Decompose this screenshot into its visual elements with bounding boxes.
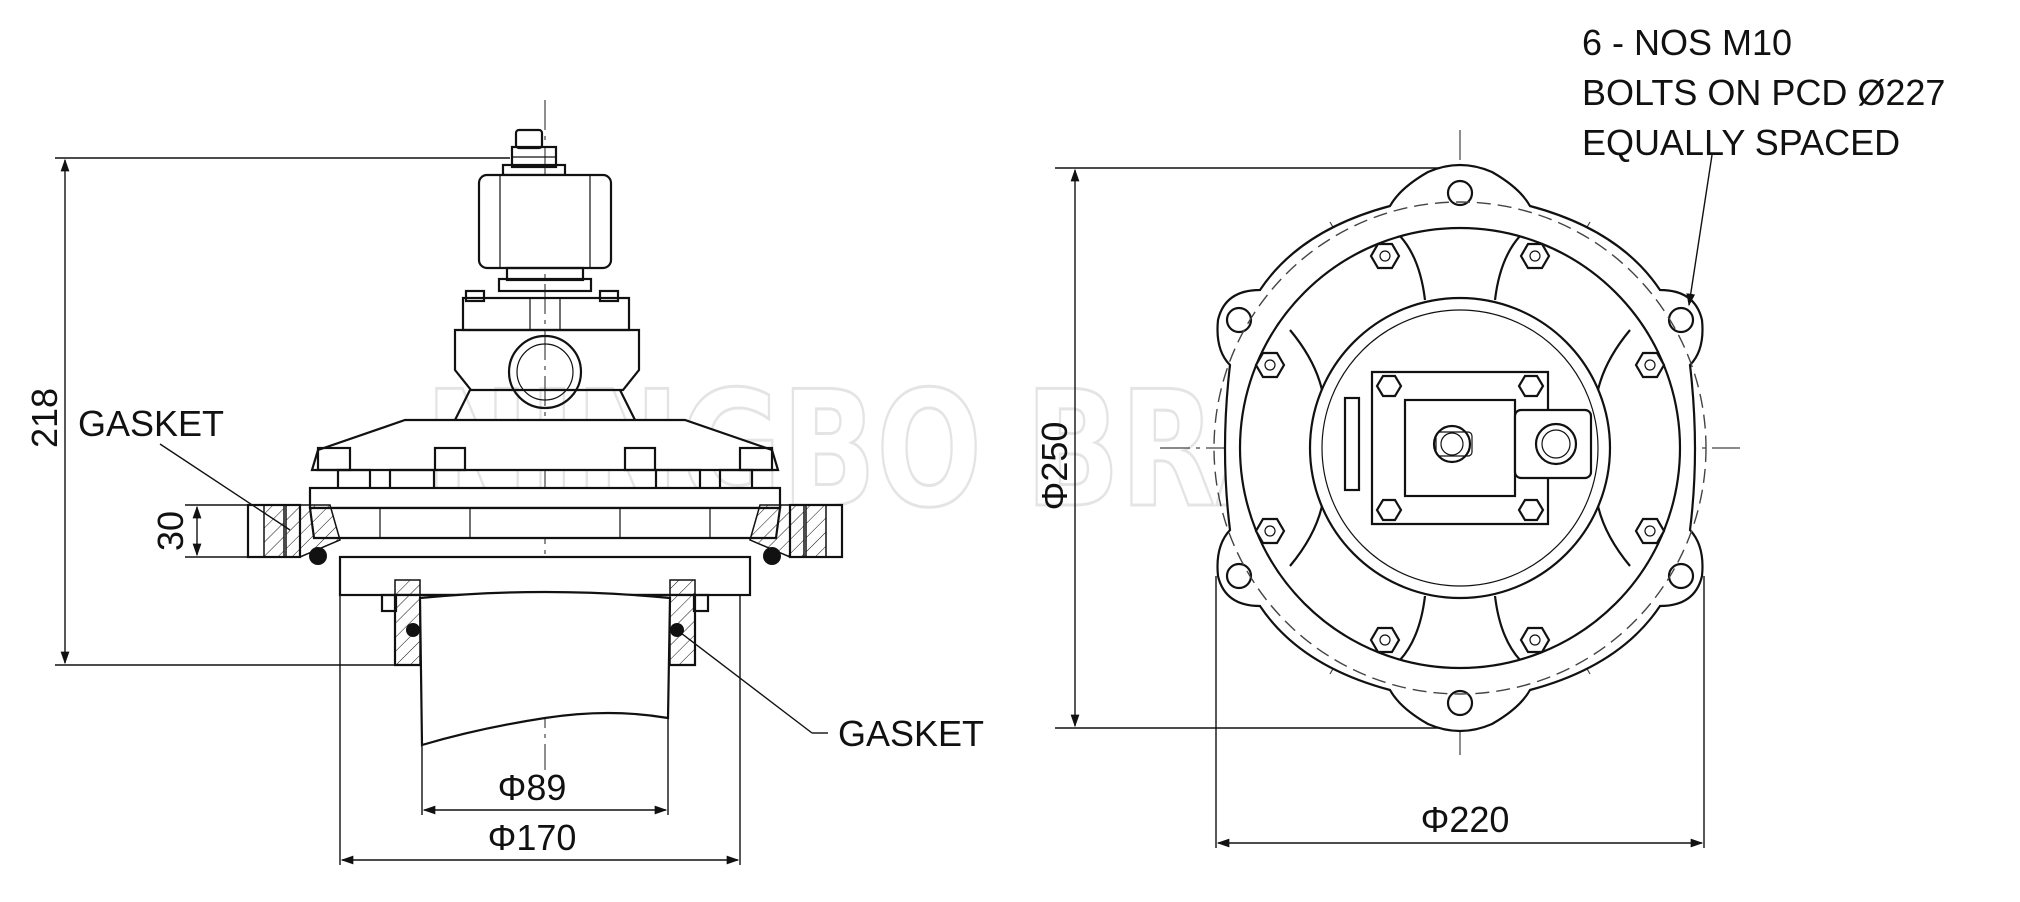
top-view: Φ250 Φ220 6 - NOS M10 BOLTS ON PCD Ø227 … [1034, 22, 1945, 848]
dim-flange-30: 30 [150, 504, 248, 558]
gasket-label-top: GASKET [78, 403, 224, 444]
dim-flange-label: 30 [150, 511, 191, 551]
housing-ribs [1289, 235, 1631, 661]
bolt-note-leader [1686, 154, 1713, 307]
center-ring [1308, 296, 1612, 600]
ring-bolts [1254, 242, 1666, 654]
dim-top-250: Φ250 [1034, 167, 1440, 729]
dim-base-170: Φ170 [339, 595, 741, 865]
bolt-note-line-3: EQUALLY SPACED [1582, 122, 1900, 163]
dim-top-220: Φ220 [1215, 576, 1705, 848]
lower-body [338, 555, 752, 747]
dim-height-218: 218 [24, 157, 510, 666]
dim-height-label: 218 [24, 388, 65, 448]
solenoid-coil [477, 173, 613, 293]
pcd-circle [1213, 201, 1707, 695]
inner-ring [1238, 226, 1682, 670]
dim-top-220-label: Φ220 [1421, 799, 1510, 840]
gasket-callout-bottom: GASKET [676, 629, 984, 754]
bolt-note-line-1: 6 - NOS M10 [1582, 22, 1792, 63]
dim-outlet-label: Φ89 [498, 767, 567, 808]
gasket-callout-top: GASKET [78, 403, 291, 531]
gasket-label-bottom: GASKET [838, 713, 984, 754]
pilot-head [1343, 370, 1593, 526]
dim-top-250-label: Φ250 [1034, 422, 1075, 511]
side-view: 218 30 GASKET GASKET Φ89 [24, 100, 984, 865]
bolt-note-line-2: BOLTS ON PCD Ø227 [1582, 72, 1945, 113]
mounting-flange [246, 503, 844, 565]
dim-outlet-89: Φ89 [421, 718, 669, 815]
outer-lug-holes [1225, 179, 1695, 717]
bolt-note: 6 - NOS M10 BOLTS ON PCD Ø227 EQUALLY SP… [1582, 22, 1945, 163]
dim-base-label: Φ170 [488, 817, 577, 858]
solenoid-stem [501, 128, 567, 177]
